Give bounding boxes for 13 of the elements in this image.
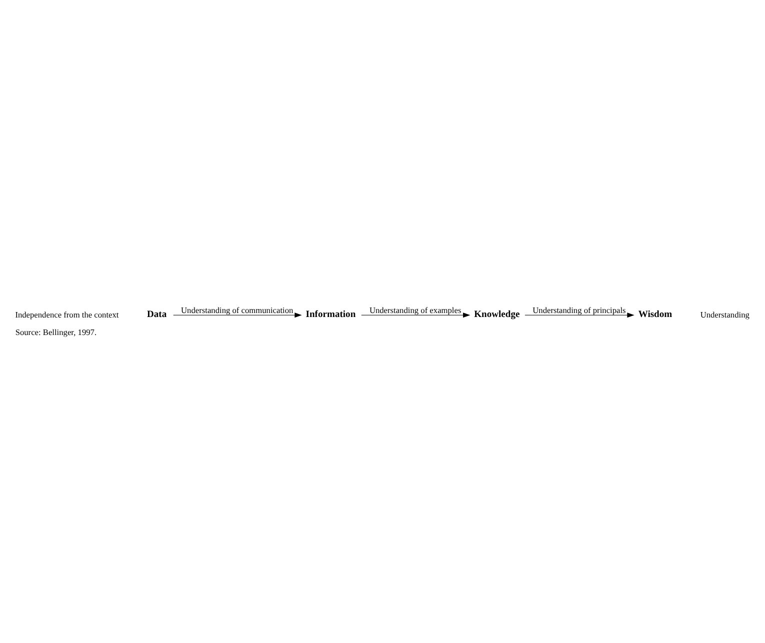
- arrow: [361, 312, 470, 318]
- node-text: Knowledge: [474, 308, 520, 320]
- edge-label: Understanding of principals: [532, 305, 626, 314]
- caption: Source: Bellinger, 1997.: [15, 327, 97, 336]
- label: Independence from the context: [15, 310, 119, 319]
- arrow: [173, 312, 302, 318]
- node-text: Data: [146, 308, 167, 320]
- node-text: Information: [306, 308, 356, 320]
- label: Understanding: [700, 310, 750, 319]
- node-text: Wisdom: [638, 308, 672, 320]
- edge-label: Understanding of examples: [369, 305, 462, 314]
- arrow: [524, 312, 634, 318]
- edge-label: Understanding of communication: [181, 305, 294, 314]
